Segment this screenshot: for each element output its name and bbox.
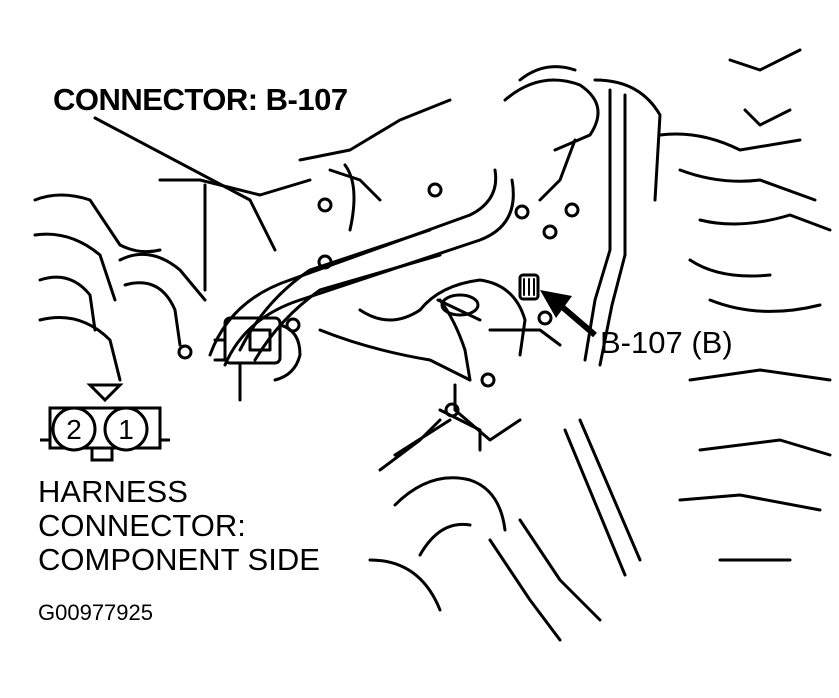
callout-arrow-icon <box>540 290 597 338</box>
pin-2-label: 2 <box>66 414 82 445</box>
b107-connector <box>518 273 540 301</box>
harness-connector-symbol <box>40 383 170 462</box>
harness-caption-line-3: COMPONENT SIDE <box>38 542 320 577</box>
harness-caption: HARNESS CONNECTOR: COMPONENT SIDE <box>38 475 320 577</box>
connector-title: CONNECTOR: B-107 <box>53 82 348 117</box>
connector-callout-label: B-107 (B) <box>600 325 733 360</box>
hose-clamp <box>440 293 480 317</box>
harness-caption-line-1: HARNESS <box>38 474 188 509</box>
harness-caption-line-2: CONNECTOR: <box>38 508 246 543</box>
figure-code: G00977925 <box>38 600 153 625</box>
title-leader-line <box>93 116 277 252</box>
pin-1-label: 1 <box>118 414 134 445</box>
